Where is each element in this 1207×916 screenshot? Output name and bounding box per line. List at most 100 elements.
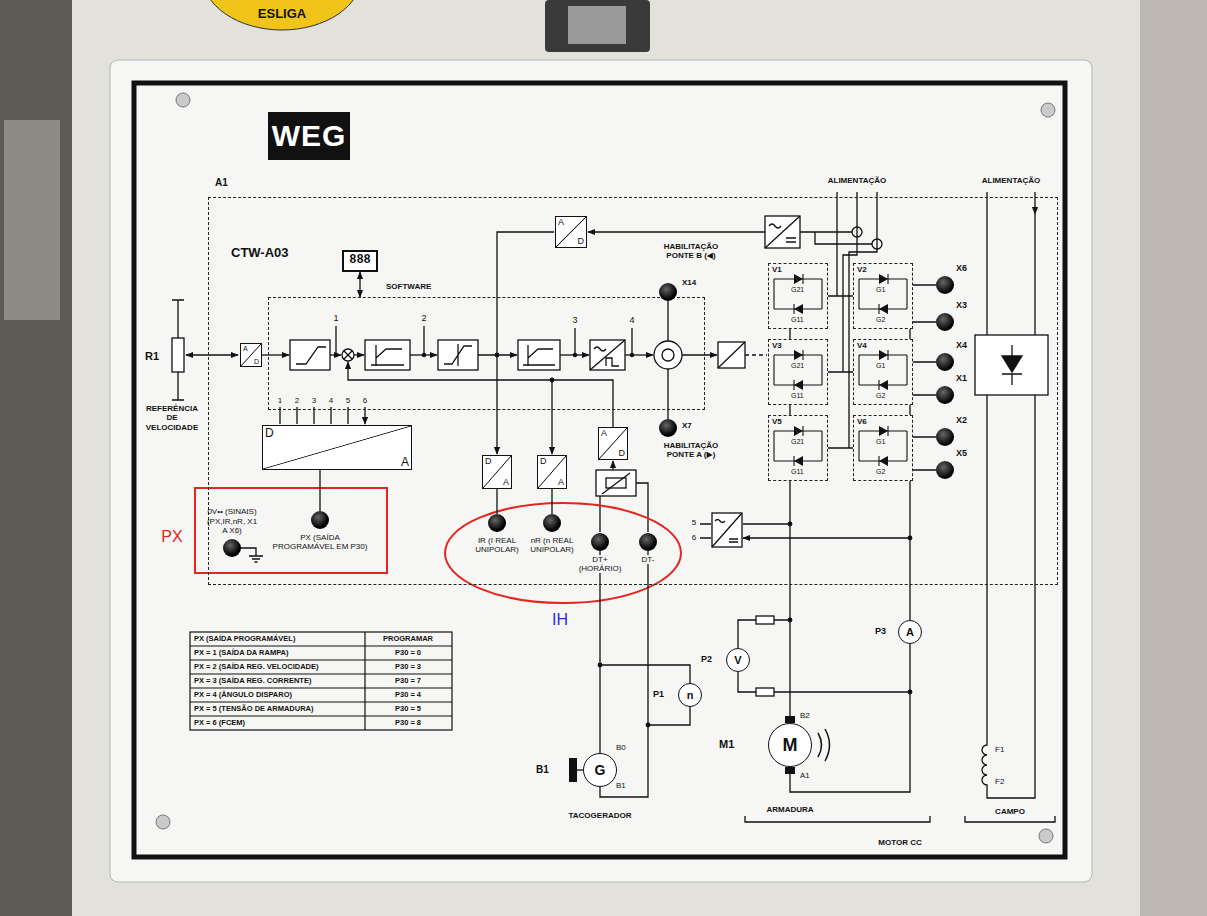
thyristor-symbol [774, 274, 822, 314]
text-label: IH [552, 611, 568, 629]
terminal-jack: DT- [639, 533, 657, 551]
armature-wiring [700, 329, 910, 723]
node-label: V3 [772, 341, 782, 350]
supply-lines [987, 214, 1035, 335]
logo-box [268, 112, 350, 160]
display-box: 888 [342, 250, 378, 272]
control-chain [296, 347, 326, 364]
node-label: n [687, 689, 694, 702]
control-chain [348, 362, 613, 427]
rotation-arcs [818, 729, 830, 761]
node-label: G21 [791, 286, 804, 294]
armature-wiring [700, 524, 711, 538]
control-chain [336, 326, 632, 355]
terminal-jack: nR (n REAL UNIPOLAR) [543, 514, 561, 532]
supply-lines [828, 192, 1035, 448]
red-annotation [195, 488, 681, 603]
text-label: PX = 4 (ÂNGULO DISPARO) [194, 691, 292, 700]
node-label: V2 [857, 265, 867, 274]
text-label: 6 [363, 396, 367, 405]
node-label: V4 [857, 341, 867, 350]
node-label: V5 [772, 417, 782, 426]
node-label: M [783, 735, 798, 756]
text-label: ESLIGA [258, 7, 306, 22]
tach-wiring [600, 665, 690, 725]
control-chain [371, 345, 404, 366]
connector-line [790, 644, 910, 792]
machine-detail [785, 716, 795, 723]
node-label: HABILITAÇÃO PONTE A (▶) [653, 441, 729, 459]
control-chain [590, 340, 625, 370]
control-chain [625, 354, 653, 355]
node-label: G21 [791, 362, 804, 370]
armature-wiring [756, 688, 774, 696]
photo-background [4, 120, 60, 320]
node-label: G1 [876, 362, 885, 370]
node-label: G2 [876, 316, 885, 324]
screw [156, 815, 170, 829]
text-label: ALIMENTAÇÃO [828, 176, 887, 185]
node-label: V6 [857, 417, 867, 426]
node-label: X7 [682, 421, 692, 430]
potentiometer-symbol [186, 354, 238, 355]
control-chain [718, 342, 745, 368]
node-label: A [601, 429, 607, 438]
connector-line [551, 489, 552, 514]
armature-wiring [712, 513, 742, 547]
text-label: F2 [995, 777, 1004, 786]
node-label: P1 [653, 689, 664, 699]
text-label: P30 = 5 [395, 705, 421, 714]
control-chain [667, 301, 668, 419]
text-label: 5 [692, 518, 696, 527]
node-label: V [734, 654, 741, 667]
junction-dot [573, 353, 577, 357]
armature-wiring [790, 329, 910, 415]
potentiometer-symbol [172, 300, 184, 400]
terminal-jack [936, 353, 954, 371]
node-label: P3 [875, 626, 886, 636]
text-label: X1 [956, 373, 967, 383]
photo-background [1140, 0, 1207, 916]
converter-block: DA [482, 455, 512, 489]
text-label: 5 [346, 396, 350, 405]
meter-circle: P3A [898, 620, 922, 644]
terminal-jack [936, 386, 954, 404]
control-chain [342, 349, 354, 361]
supply-lines [837, 192, 1035, 214]
node-label: A [401, 456, 409, 468]
text-label: ARMADURA [766, 805, 813, 814]
control-chain [551, 380, 552, 454]
junction-dot [334, 353, 913, 728]
current-feedback [765, 216, 800, 248]
terminal-jack: PX (SAÍDA PROGRAMÁVEL EM P30) [311, 511, 329, 529]
converter-block: AD [598, 427, 628, 460]
thyristor-group: V1G21G11 [768, 263, 828, 329]
node-label: G2 [876, 468, 885, 476]
text-label: 6 [692, 533, 696, 542]
terminal-jack [936, 428, 954, 446]
node-label: G21 [791, 438, 804, 446]
meter-circle: P1n [678, 683, 702, 707]
thyristor-group: V5G21G11 [768, 415, 828, 481]
text-label: ALIMENTAÇÃO [982, 176, 1041, 185]
thyristor-symbol [859, 274, 907, 314]
field-circuit [1002, 356, 1022, 372]
current-feedback [588, 216, 882, 249]
text-label: PX = 6 (FCEM) [194, 719, 245, 728]
text-label: 3 [312, 396, 316, 405]
thyristor-symbol [774, 350, 822, 390]
text-label: X3 [956, 300, 967, 310]
text-label: PX = 2 (SAÍDA REG. VELOCIDADE) [194, 663, 319, 672]
terminal-jack: IR (I REAL UNIPOLAR) [488, 514, 506, 532]
control-chain [745, 354, 767, 355]
armature-wiring [738, 620, 910, 692]
armature-wiring [743, 524, 910, 538]
thyristor-group: V3G21G11 [768, 339, 828, 405]
screw [1039, 829, 1053, 843]
text-label: 1 [278, 396, 282, 405]
armature-wiring [790, 481, 910, 723]
tach-wiring [602, 473, 630, 494]
text-label: PX (SAÍDA PROGRAMÁVEL) [194, 635, 295, 644]
terminal-jack: DT+ (HORÁRIO) [591, 533, 609, 551]
